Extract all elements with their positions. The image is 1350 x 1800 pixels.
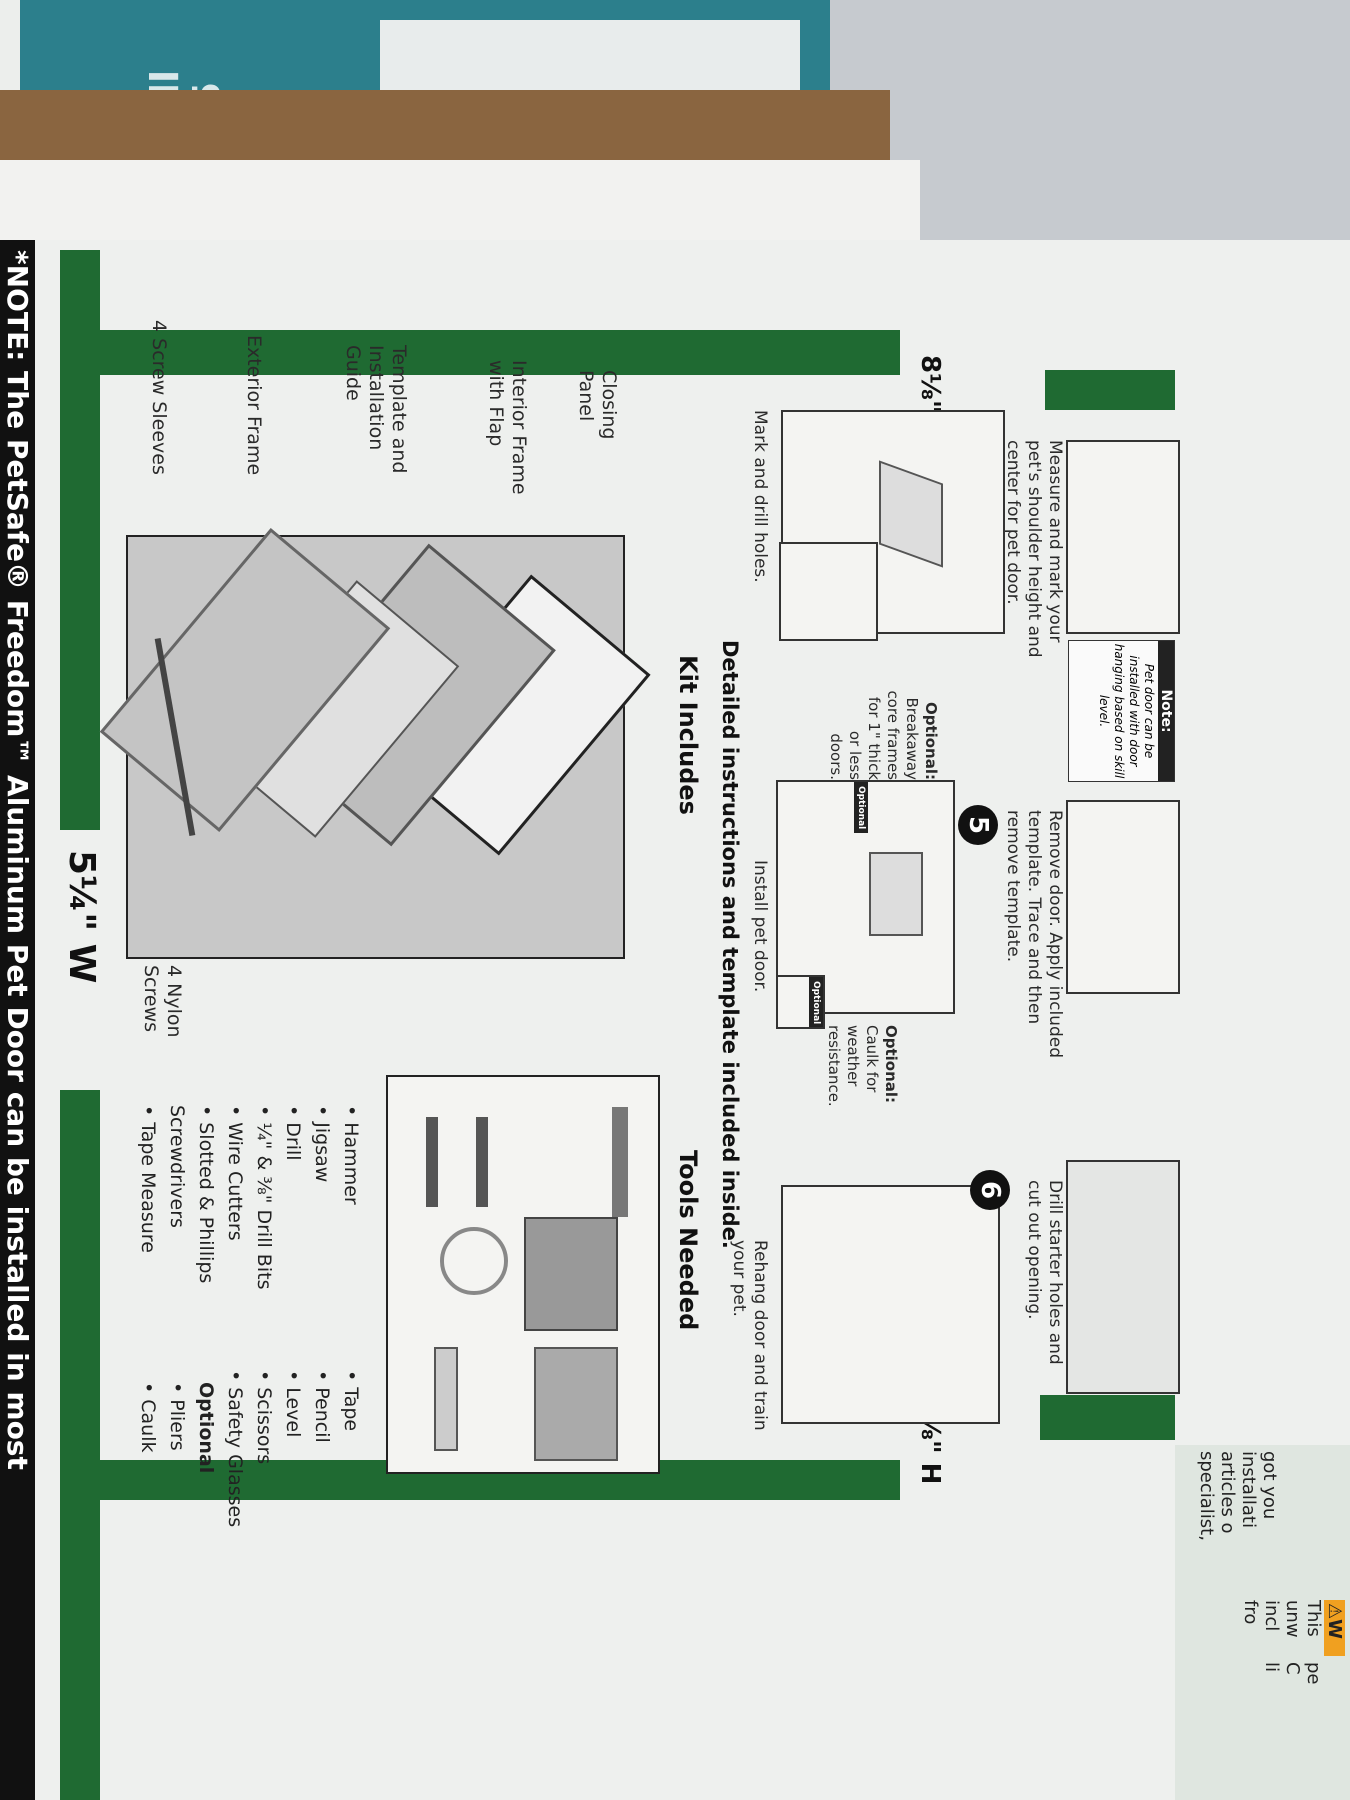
step-6-sub: Rehang door and train your pet.: [729, 1240, 770, 1431]
tools-list-1: Hammer Jigsaw Drill ¼" & ⅜" Drill Bits W…: [133, 1105, 365, 1365]
kit-item-label: Interior Frame with Flap: [485, 360, 530, 495]
optional-tag: Optional: [854, 782, 868, 834]
step-6-number: 6: [970, 1170, 1010, 1210]
tools-illustration: [386, 1075, 660, 1474]
door-cutout: [879, 460, 943, 568]
tool-item: Jigsaw: [307, 1105, 336, 1365]
kit-item-label: 4 Nylon Screws: [140, 965, 185, 1038]
dimension-bar: [60, 1090, 100, 1800]
step-image-partial: [1066, 440, 1180, 634]
step-image-partial: [1066, 800, 1180, 994]
optional-tag: Optional: [809, 977, 823, 1027]
step-4-sub: Mark and drill holes.: [750, 410, 770, 583]
dimension-bar: [1045, 370, 1175, 410]
side-line: installati: [1238, 1451, 1259, 1528]
detailed-instructions-note: Detailed instructions and template inclu…: [718, 640, 742, 1249]
caulk-inset: Optional: [776, 975, 825, 1029]
warning-line: fro: [1240, 1600, 1261, 1625]
step-4-caption: Measure and mark your pet's shoulder hei…: [1003, 440, 1065, 658]
drill-drawing: [534, 1347, 618, 1461]
warning-label: ⚠W: [1324, 1600, 1345, 1656]
tool-item: Slotted & Phillips Screwdrivers: [162, 1105, 220, 1365]
side-line: specialist,: [1196, 1451, 1217, 1541]
kit-item-label: 4 Screw Sleeves: [148, 320, 170, 475]
tools-title: Tools Needed: [674, 1150, 702, 1331]
warning-line: incl: [1261, 1600, 1282, 1632]
step-5-number: 5: [958, 805, 998, 845]
optional-caulk: Optional: Caulk for weather resistance.: [824, 1025, 900, 1125]
dimension-bar: [1040, 1395, 1175, 1440]
side-line: articles o: [1217, 1451, 1238, 1534]
note-title: Note:: [1158, 641, 1174, 781]
tool-item: Level: [278, 1370, 307, 1560]
screwdriver-drawing: [476, 1117, 488, 1207]
tool-item: Pliers: [162, 1370, 191, 1560]
tape-drawing: [440, 1227, 508, 1295]
optional-title: Optional:: [922, 701, 940, 780]
step-6-caption: Drill starter holes and cut out opening.: [1024, 1180, 1065, 1365]
tools-optional-label: Optional: [195, 1382, 217, 1474]
level-drawing: [434, 1347, 458, 1451]
optional-text: Breakaway core frames for 1" thick or le…: [827, 690, 921, 780]
hammer-drawing: [612, 1107, 628, 1217]
kit-item-label: Exterior Frame: [243, 335, 265, 476]
step-6-illustration: [781, 1185, 1000, 1424]
jigsaw-drawing: [524, 1217, 618, 1331]
tool-item: Tape: [336, 1370, 365, 1560]
warning-line: pe: [1303, 1662, 1324, 1685]
kit-item-label: Closing Panel: [575, 370, 620, 440]
tool-item: Safety Glasses: [220, 1370, 249, 1560]
side-panel: got you installati articles o specialist…: [1175, 1445, 1350, 1800]
width-label: 5¼" W: [61, 850, 102, 984]
warning-line: unw: [1282, 1600, 1303, 1638]
note-text: Pet door can be installed with door hang…: [1097, 643, 1156, 779]
optional-title: Optional:: [882, 1025, 900, 1104]
step-5-caption: Remove door. Apply included template. Tr…: [1003, 810, 1065, 1059]
step-5-sub: Install pet door.: [750, 860, 770, 993]
step-image-partial: [1066, 1160, 1180, 1394]
warning-line: This: [1303, 1600, 1324, 1637]
optional-breakaway: Optional: Breakaway core frames for 1" t…: [826, 680, 940, 780]
drill-inset: [779, 542, 878, 641]
optional-text: Caulk for weather resistance.: [825, 1025, 881, 1107]
tool-item: Drill: [278, 1105, 307, 1365]
tool-item: Caulk: [133, 1370, 162, 1560]
warning-block: ⚠W This unw incl fro pe C li: [1240, 1600, 1345, 1800]
dimension-bar: [60, 250, 100, 830]
warning-line: li: [1261, 1662, 1282, 1673]
side-panel-text: got you installati articles o specialist…: [1196, 1451, 1280, 1541]
note-box: Note: Pet door can be installed with doo…: [1068, 640, 1175, 782]
screwdriver-drawing: [426, 1117, 438, 1207]
tool-item: ¼" & ⅜" Drill Bits: [249, 1105, 278, 1365]
tool-item: Scissors: [249, 1370, 278, 1560]
tool-item: Hammer: [336, 1105, 365, 1365]
tool-item: Pencil: [307, 1370, 336, 1560]
tool-item: Tape Measure: [133, 1105, 162, 1365]
note-strip: *NOTE: The PetSafe® Freedom™ Aluminum Pe…: [0, 240, 35, 1800]
tools-list-2: Tape Pencil Level Scissors Safety Glasse…: [133, 1370, 365, 1560]
kit-illustration: [99, 527, 651, 959]
kit-title: Kit Includes: [674, 655, 702, 815]
step-4-illustration: [779, 410, 1005, 641]
tool-item: Wire Cutters: [220, 1105, 249, 1365]
template-outline: [869, 852, 923, 936]
side-line: got you: [1259, 1451, 1280, 1520]
warning-line: C: [1282, 1662, 1303, 1675]
kit-item-label: Template and Installation Guide: [342, 345, 410, 474]
